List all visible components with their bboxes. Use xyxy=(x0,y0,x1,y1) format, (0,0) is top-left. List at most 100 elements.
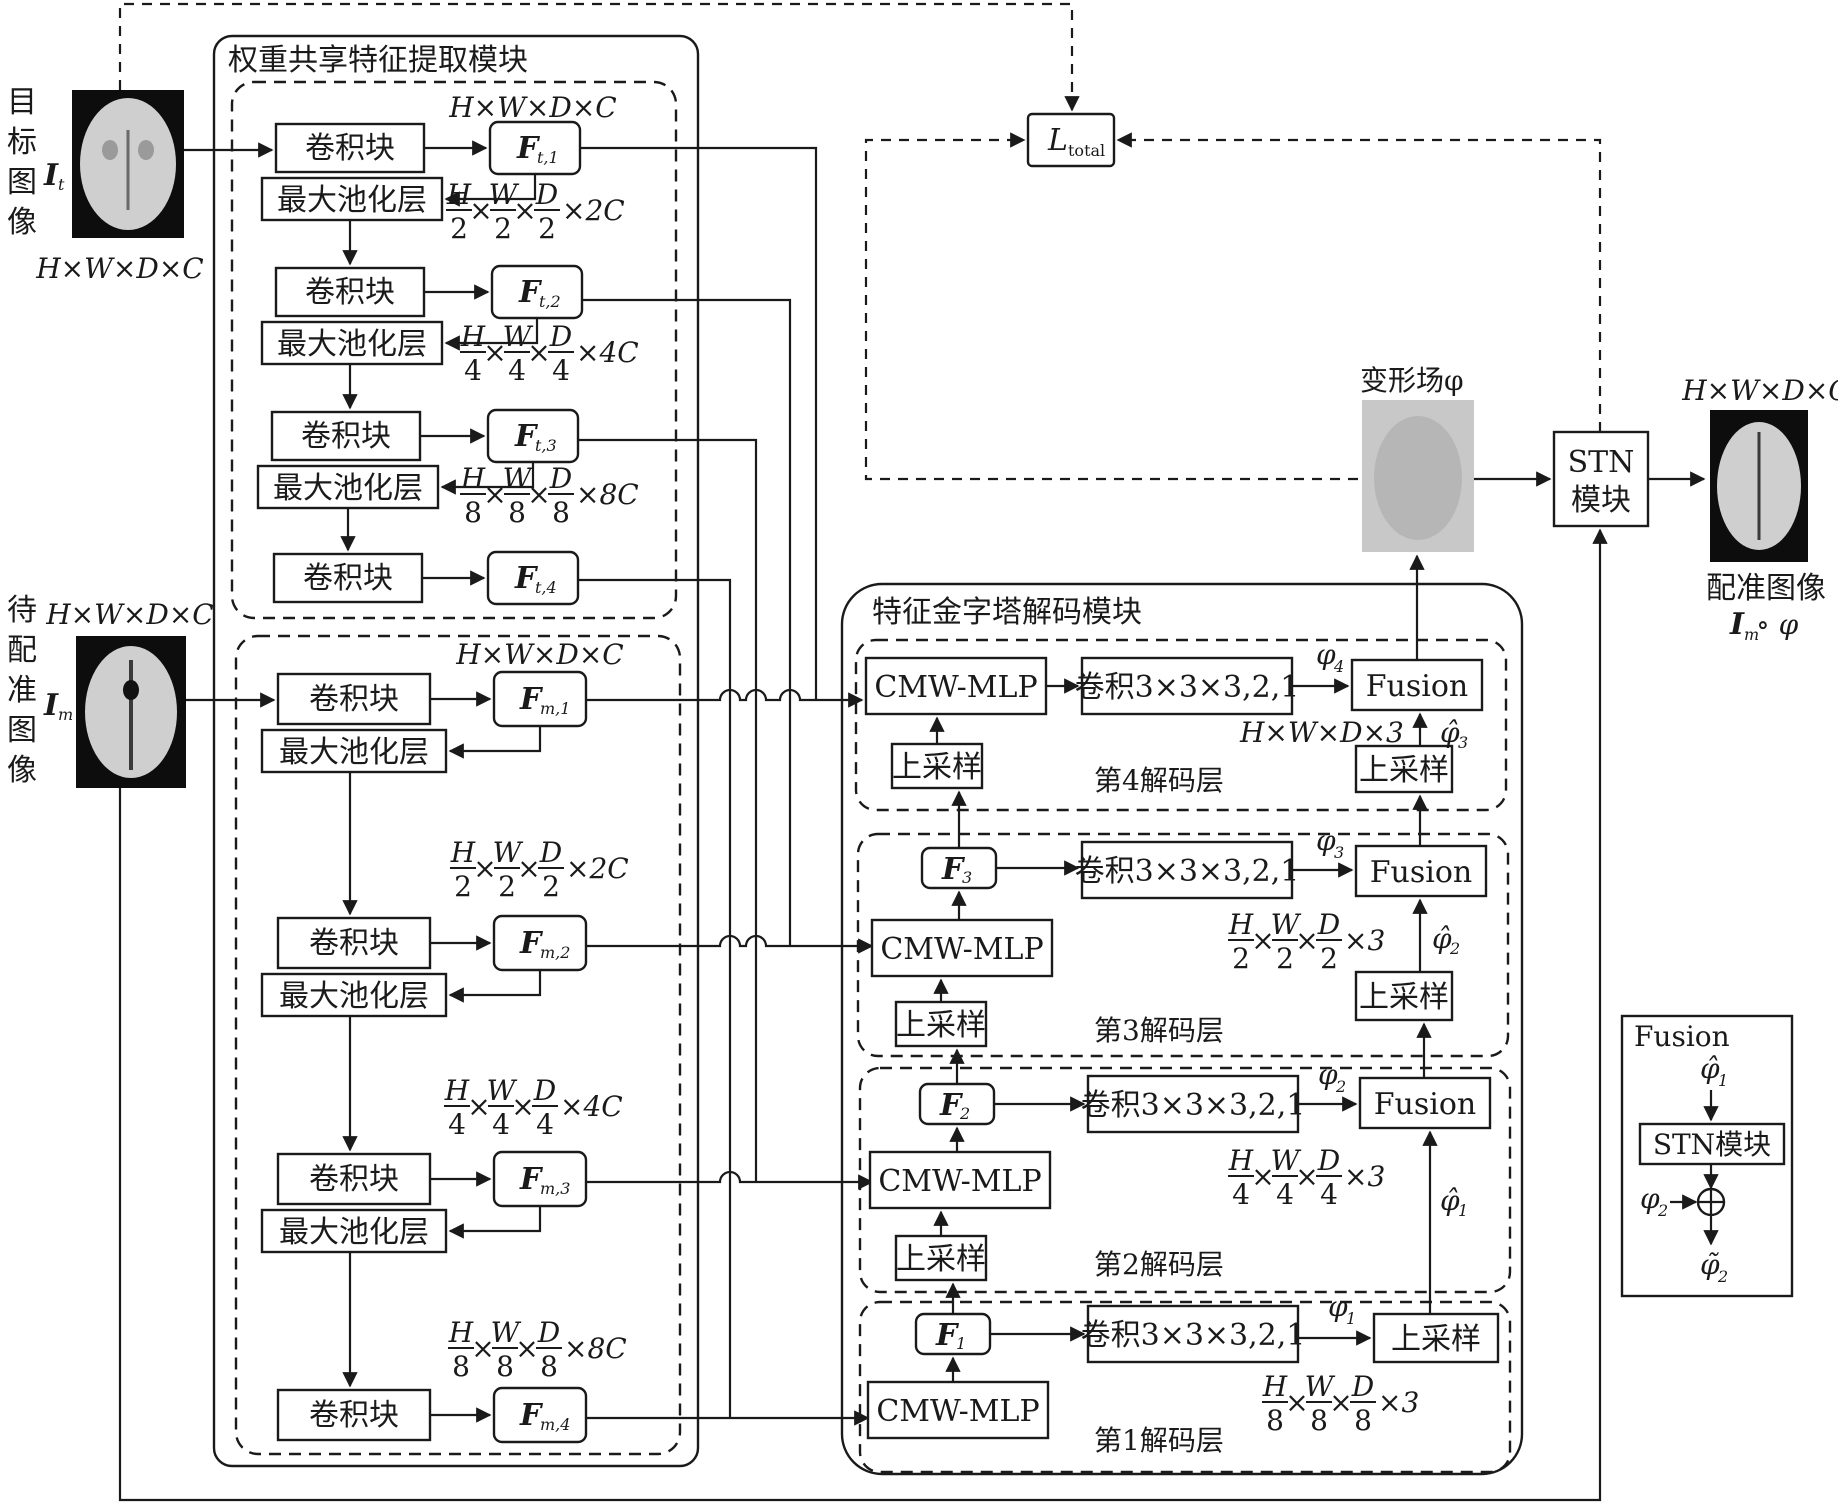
stn-module: STN 模块 xyxy=(1552,430,1650,528)
svg-text:4: 4 xyxy=(1333,657,1344,676)
fraction-denominator: 2 xyxy=(1232,942,1250,975)
fraction-denominator: 4 xyxy=(1276,1178,1294,1211)
svg-text:卷积块: 卷积块 xyxy=(309,1162,399,1197)
svg-text:F: F xyxy=(519,1398,544,1433)
decoder-3-phi-hat: φ̂ 2 xyxy=(1432,922,1460,958)
moving-conv-block-4: 卷积块 xyxy=(276,1388,432,1442)
svg-text:Fusion: Fusion xyxy=(1374,1087,1477,1122)
decoder-2-conv: 卷积3×3×3,2,1 xyxy=(1081,1074,1306,1134)
svg-text:3: 3 xyxy=(1334,843,1344,862)
target-feature-3: F t,3 xyxy=(486,408,580,464)
target-conv-block-1: 卷积块 xyxy=(274,122,426,174)
decoder-4-upsample-right: 上采样 xyxy=(1354,744,1454,794)
svg-text:卷积块: 卷积块 xyxy=(309,926,399,961)
moving-conv-block-2: 卷积块 xyxy=(276,916,432,970)
target-branch-frame xyxy=(230,80,678,620)
arrow xyxy=(444,174,537,207)
decoder-4-fusion: Fusion xyxy=(1350,658,1484,712)
decoder-2-upsample-left: 上采样 xyxy=(894,1234,988,1282)
svg-text:m: m xyxy=(1744,625,1759,644)
svg-text:m,1: m,1 xyxy=(540,699,570,718)
target-to-loss-dashed xyxy=(118,2,1080,112)
fraction-denominator: 2 xyxy=(494,212,512,245)
fraction-denominator: 8 xyxy=(540,1350,558,1383)
decoder-1-label: 第1解码层 xyxy=(1094,1424,1224,1457)
svg-text:卷积3×3×3,2,1: 卷积3×3×3,2,1 xyxy=(1081,1088,1306,1123)
fraction-numerator: H xyxy=(448,1316,474,1349)
svg-text:Fusion: Fusion xyxy=(1634,1020,1730,1053)
svg-text:图: 图 xyxy=(7,713,37,748)
decoder-1-conv: 卷积3×3×3,2,1 xyxy=(1081,1304,1306,1364)
fraction-denominator: 2 xyxy=(454,870,472,903)
svg-text:t,1: t,1 xyxy=(537,148,559,167)
svg-text:像: 像 xyxy=(7,205,37,240)
svg-text:φ: φ xyxy=(1316,638,1336,671)
svg-text:卷积块: 卷积块 xyxy=(309,1398,399,1433)
svg-text:卷积3×3×3,2,1: 卷积3×3×3,2,1 xyxy=(1075,670,1300,705)
decoder-3-conv: 卷积3×3×3,2,1 xyxy=(1075,840,1299,900)
output-shape: H×W×D×C xyxy=(1681,374,1838,407)
svg-text:1: 1 xyxy=(956,1334,966,1353)
loss-total-box: L total xyxy=(1026,112,1116,168)
moving-pool-layer-3: 最大池化层 xyxy=(260,1208,448,1254)
fraction-numerator: D xyxy=(537,1316,560,1349)
svg-text:最大池化层: 最大池化层 xyxy=(279,979,429,1014)
svg-text:最大池化层: 最大池化层 xyxy=(277,183,427,218)
svg-text:最大池化层: 最大池化层 xyxy=(273,471,423,506)
fraction-numerator: H xyxy=(1262,1370,1288,1403)
fraction-numerator: D xyxy=(1317,908,1340,941)
channel-suffix: ×3 xyxy=(1344,924,1385,957)
svg-text:卷积块: 卷积块 xyxy=(305,131,395,166)
decoder-layer-2-frame xyxy=(858,1066,1512,1294)
fraction-denominator: 2 xyxy=(450,212,468,245)
times-sign: × xyxy=(473,852,496,885)
svg-text:最大池化层: 最大池化层 xyxy=(277,327,427,362)
fraction-numerator: H xyxy=(1228,1144,1254,1177)
times-sign: × xyxy=(1329,1386,1352,1419)
svg-text:准: 准 xyxy=(7,673,37,708)
svg-text:φ̂: φ̂ xyxy=(1432,922,1452,955)
svg-text:φ: φ xyxy=(1316,824,1336,857)
arrow xyxy=(444,318,539,351)
channel-suffix: ×3 xyxy=(1344,1160,1385,1193)
fraction-denominator: 4 xyxy=(1232,1178,1250,1211)
times-sign: × xyxy=(527,336,550,369)
svg-text:2: 2 xyxy=(1717,1267,1728,1286)
encoder-module-title: 权重共享特征提取模块 xyxy=(228,43,528,78)
moving-shape-label-3: H8×W8×D8×8C xyxy=(448,1316,627,1383)
skip-connection-t4 xyxy=(578,578,732,1418)
fraction-numerator: W xyxy=(489,178,520,211)
moving-pool-layer-1: 最大池化层 xyxy=(260,728,448,774)
decoder-2-shape: H4×W4×D4×3 xyxy=(1228,1144,1385,1211)
svg-text:卷积块: 卷积块 xyxy=(305,275,395,310)
svg-text:CMW-MLP: CMW-MLP xyxy=(874,670,1037,705)
decoder-2-fusion: Fusion xyxy=(1358,1076,1492,1130)
fraction-numerator: W xyxy=(493,836,524,869)
svg-text:F: F xyxy=(514,561,539,596)
fraction-denominator: 8 xyxy=(508,496,526,529)
target-conv-block-2: 卷积块 xyxy=(274,266,426,318)
skip-connection-m1 xyxy=(586,688,864,708)
times-sign: × xyxy=(513,194,536,227)
channel-suffix: ×3 xyxy=(1378,1386,1419,1419)
fraction-numerator: D xyxy=(1351,1370,1374,1403)
times-sign: × xyxy=(1295,1160,1318,1193)
svg-text:F: F xyxy=(939,1088,964,1123)
svg-text:F: F xyxy=(519,682,544,717)
moving-branch-top-shape: H×W×D×C xyxy=(455,638,623,671)
fraction-denominator: 2 xyxy=(1276,942,1294,975)
target-feature-4: F t,4 xyxy=(486,550,580,606)
svg-text:CMW-MLP: CMW-MLP xyxy=(876,1394,1039,1429)
svg-text:F: F xyxy=(941,852,966,887)
fraction-numerator: W xyxy=(487,1074,518,1107)
svg-text:1: 1 xyxy=(1458,1201,1468,1220)
fraction-numerator: D xyxy=(1317,1144,1340,1177)
svg-text:φ̂: φ̂ xyxy=(1700,1052,1720,1085)
decoder-4-label: 第4解码层 xyxy=(1094,764,1224,797)
arrow xyxy=(440,462,535,495)
svg-text:F: F xyxy=(516,131,541,166)
skip-connection-t3 xyxy=(578,438,758,1182)
deformation-field-image xyxy=(1362,400,1474,552)
svg-text:卷积3×3×3,2,1: 卷积3×3×3,2,1 xyxy=(1081,1318,1306,1353)
svg-text:上采样: 上采样 xyxy=(1359,753,1449,788)
